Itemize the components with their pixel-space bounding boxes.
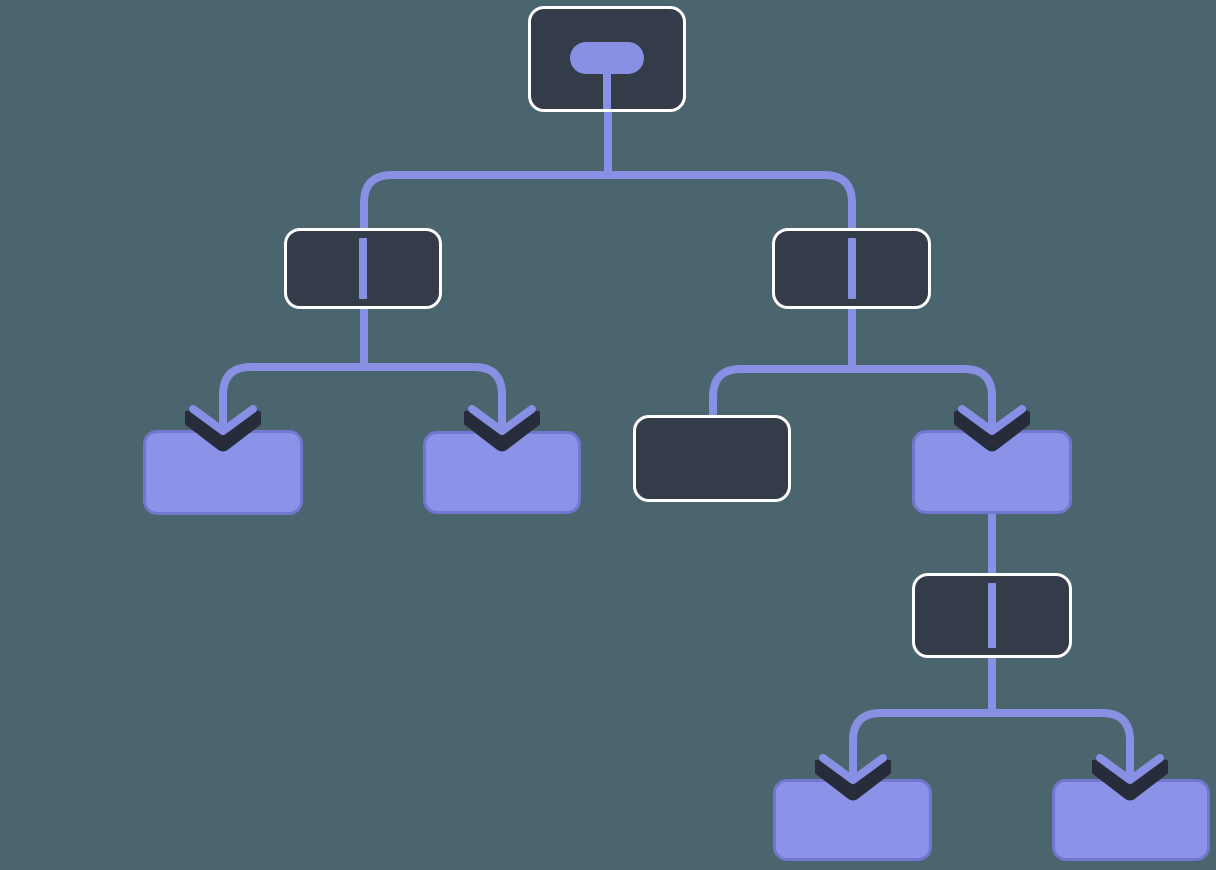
pass-through-line-icon: [359, 238, 367, 299]
pass-through-line-icon: [988, 583, 996, 648]
arrow-down-icon: [954, 397, 1030, 452]
root-pill-stem: [603, 69, 611, 109]
arrow-down-icon: [185, 397, 261, 452]
edge-root-split: [360, 171, 856, 232]
arrow-down-icon: [815, 746, 891, 801]
node-branch-left[interactable]: [284, 228, 442, 309]
node-plain-dark[interactable]: [633, 415, 791, 502]
arrow-down-icon: [1092, 746, 1168, 801]
edge-branch-right-split: [709, 365, 996, 420]
arrow-down-icon: [464, 397, 540, 452]
node-branch-bottom[interactable]: [912, 573, 1072, 658]
root-pill-icon: [570, 42, 644, 74]
node-branch-right[interactable]: [772, 228, 931, 309]
edge-branch-left-split: [219, 363, 506, 404]
edge-branch-bottom-split: [849, 709, 1134, 752]
node-root[interactable]: [528, 6, 686, 112]
pass-through-line-icon: [847, 238, 856, 299]
